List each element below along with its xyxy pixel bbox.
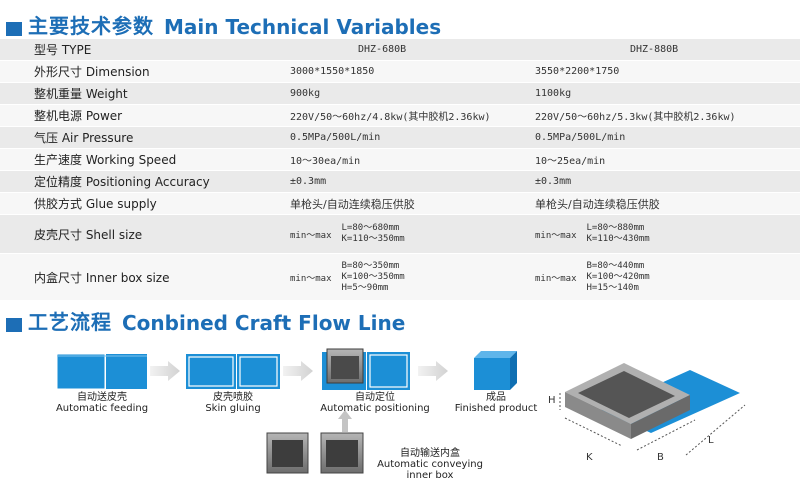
inner-range-680b: min～max B=80～350mm K=100～350mm H=5～90mm	[290, 261, 405, 294]
dim-label-l: L	[708, 435, 714, 446]
tech-heading: 主要技术参数 Main Technical Variables	[6, 10, 441, 39]
dim-label-b: B	[657, 452, 664, 463]
row-label: 生产速度 Working Speed	[34, 153, 177, 167]
value-880b: 3550*2200*1750	[535, 66, 620, 77]
feeding-panels	[56, 353, 147, 390]
value-880b: 0.5MPa/500L/min	[535, 132, 626, 143]
finished-product	[474, 351, 517, 390]
value-680b: 0.5MPa/500L/min	[290, 132, 381, 143]
row-label: 整机重量 Weight	[34, 87, 128, 101]
flow-heading-en: Conbined Craft Flow Line	[122, 311, 406, 335]
step-en: Automatic positioning	[320, 403, 430, 414]
inner-height: H=5～90mm	[341, 282, 389, 293]
heading-marker	[6, 318, 22, 332]
step-caption-finished: 成品 Finished product	[446, 392, 546, 414]
tech-heading-cn: 主要技术参数	[28, 14, 154, 38]
step-caption-gluing: 皮壳喷胶 Skin gluing	[183, 392, 283, 414]
gluing-panels	[186, 354, 280, 389]
conveying-cn: 自动输送内盒	[400, 448, 460, 459]
value-680b: 3000*1550*1850	[290, 66, 375, 77]
shell-range-880b: min～max L=80～880mm K=110～430mm	[535, 223, 650, 245]
dim-label-h: H	[548, 395, 556, 406]
step-cn: 皮壳喷胶	[213, 392, 253, 403]
row-label: 皮壳尺寸 Shell size	[34, 227, 143, 242]
value-880b: ±0.3mm	[535, 176, 572, 187]
table-row: 供胶方式 Glue supply 单枪头/自动连续稳压供胶 单枪头/自动连续稳压…	[0, 193, 800, 214]
step-caption-positioning: 自动定位 Automatic positioning	[316, 392, 434, 414]
range-prefix: min～max	[535, 273, 577, 284]
step-en: Skin gluing	[205, 403, 261, 414]
table-row: 皮壳尺寸 Shell size min～max L=80～680mm K=110…	[0, 215, 800, 253]
step-en: Automatic feeding	[55, 403, 149, 414]
value-680b: 单枪头/自动连续稳压供胶	[290, 197, 415, 211]
table-row: 生产速度 Working Speed 10～30ea/min 10～25ea/m…	[0, 149, 800, 170]
tech-heading-en: Main Technical Variables	[164, 15, 442, 39]
flow-heading-cn: 工艺流程	[28, 310, 112, 334]
table-row: 整机电源 Power 220V/50～60hz/4.8kw(其中胶机2.36kw…	[0, 105, 800, 126]
table-row: 气压 Air Pressure 0.5MPa/500L/min 0.5MPa/5…	[0, 127, 800, 148]
arrow-icon	[283, 361, 313, 381]
arrow-icon	[418, 361, 448, 381]
value-680b: 900kg	[290, 88, 321, 99]
inner-height: H=15～140m	[586, 282, 639, 293]
range-prefix: min～max	[290, 273, 332, 284]
row-label: 定位精度 Positioning Accuracy	[34, 175, 210, 189]
value-680b: 220V/50～60hz/4.8kw(其中胶机2.36kw)	[290, 112, 491, 123]
table-row: 型号 TYPE DHZ-680B DHZ-880B	[0, 39, 800, 60]
step-caption-feeding: 自动送皮壳 Automatic feeding	[52, 392, 152, 414]
range-prefix: min～max	[290, 230, 332, 241]
row-label: 供胶方式 Glue supply	[34, 197, 157, 211]
step-cn: 自动送皮壳	[77, 392, 127, 403]
row-label: 外形尺寸 Dimension	[34, 65, 150, 79]
table-row: 外形尺寸 Dimension 3000*1550*1850 3550*2200*…	[0, 61, 800, 82]
value-680b: 10～30ea/min	[290, 156, 361, 167]
table-row: 定位精度 Positioning Accuracy ±0.3mm ±0.3mm	[0, 171, 800, 192]
inner-width: K=100～350mm	[341, 271, 405, 282]
range-prefix: min～max	[535, 230, 577, 241]
conveying-en-2: inner box	[406, 470, 454, 481]
flow-heading: 工艺流程 Conbined Craft Flow Line	[6, 306, 405, 335]
step-en: Finished product	[454, 403, 538, 414]
value-880b: 单枪头/自动连续稳压供胶	[535, 197, 660, 211]
conveying-en-1: Automatic conveying	[377, 459, 483, 470]
inner-length: B=80～440mm	[586, 260, 645, 271]
inner-length: B=80～350mm	[341, 260, 400, 271]
value-880b: 1100kg	[535, 88, 572, 99]
dim-label-k: K	[586, 452, 593, 463]
shell-width: K=110～350mm	[341, 234, 405, 244]
step-cn: 成品	[486, 392, 506, 403]
row-label: 气压 Air Pressure	[34, 131, 134, 145]
value-680b: ±0.3mm	[290, 176, 327, 187]
box-dimension-drawing	[559, 363, 746, 456]
inner-width: K=100～420mm	[586, 271, 650, 282]
value-880b: 10～25ea/min	[535, 156, 606, 167]
inner-boxes	[266, 432, 364, 474]
model-880b: DHZ-880B	[630, 44, 679, 55]
value-880b: 220V/50～60hz/5.3kw(其中胶机2.36kw)	[535, 112, 736, 123]
positioning-panels	[322, 348, 410, 390]
heading-marker	[6, 22, 22, 36]
arrow-icon	[150, 361, 180, 381]
inner-range-880b: min～max B=80～440mm K=100～420mm H=15～140m	[535, 261, 650, 294]
row-label: 整机电源 Power	[34, 109, 123, 123]
shell-length: L=80～880mm	[586, 223, 645, 233]
shell-length: L=80～680mm	[341, 223, 400, 233]
shell-width: K=110～430mm	[586, 234, 650, 244]
model-680b: DHZ-680B	[358, 44, 407, 55]
table-row: 内盒尺寸 Inner box size min～max B=80～350mm K…	[0, 254, 800, 300]
table-row: 整机重量 Weight 900kg 1100kg	[0, 83, 800, 104]
caption-conveying: 自动输送内盒 Automatic conveying inner box	[372, 448, 488, 481]
shell-range-680b: min～max L=80～680mm K=110～350mm	[290, 223, 405, 245]
row-label: 型号 TYPE	[34, 43, 92, 57]
row-label: 内盒尺寸 Inner box size	[34, 270, 170, 285]
step-cn: 自动定位	[355, 392, 395, 403]
